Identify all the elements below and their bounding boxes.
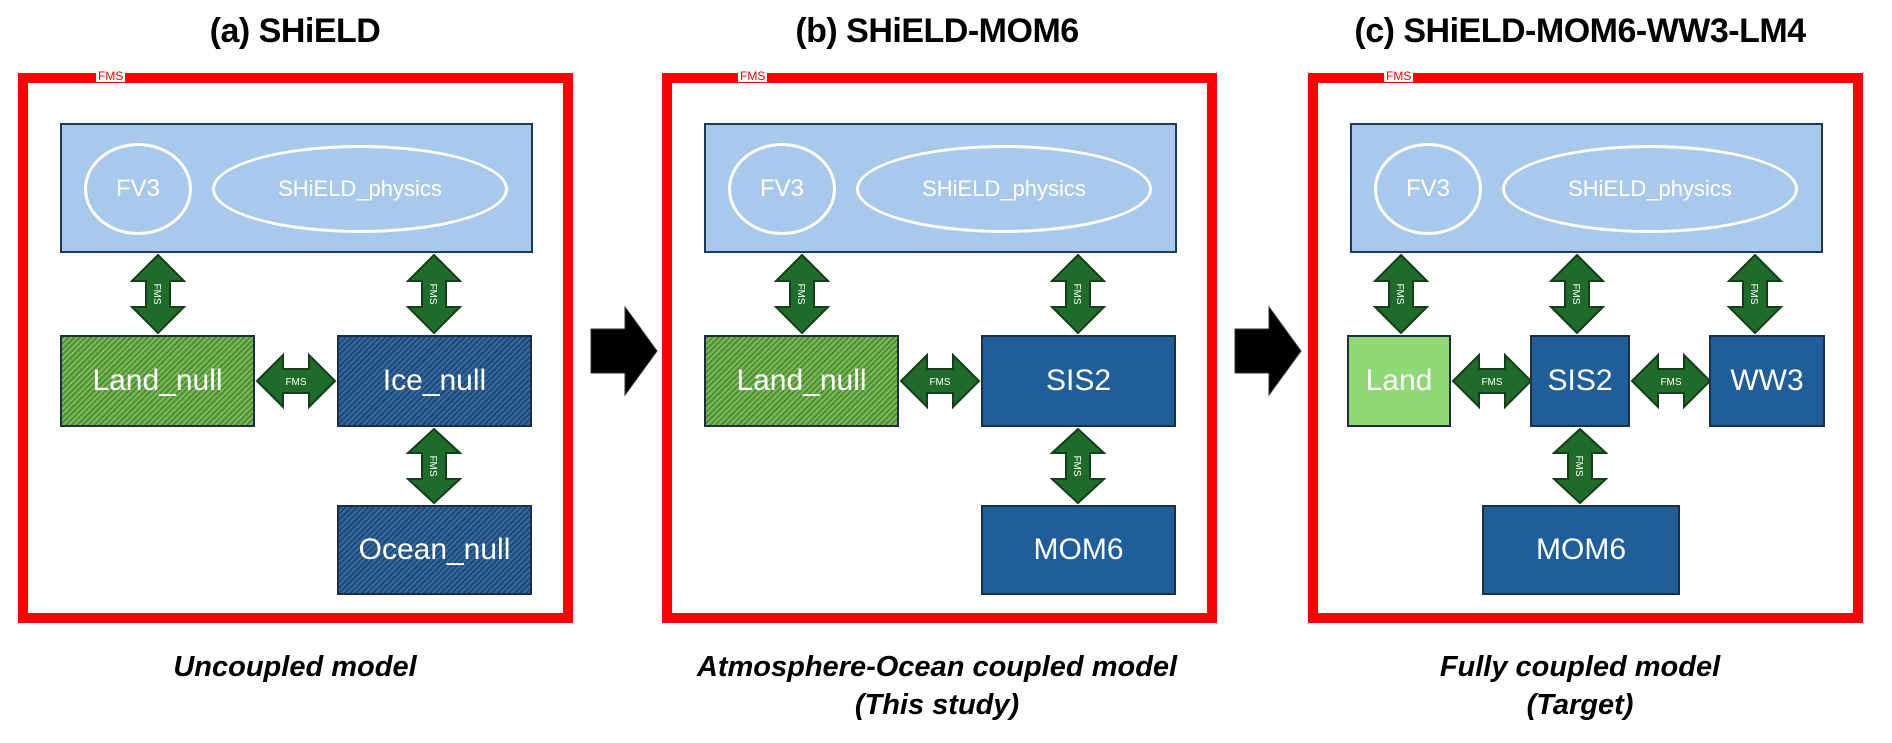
- land-component: Land: [1347, 335, 1451, 427]
- panel-c: (c) SHiELD-MOM6-WW3-LM4 FMS FV3 SHiELD_p…: [1285, 0, 1875, 743]
- panel-title: (c) SHiELD-MOM6-WW3-LM4: [1354, 12, 1806, 50]
- fv3-component: FV3: [1374, 143, 1482, 235]
- ocean-null-component: Ocean_null: [337, 505, 532, 595]
- fms-frame-label: FMS: [1384, 69, 1414, 83]
- coupler-arrow-land-ice: FMS: [899, 351, 981, 411]
- coupler-label: FMS: [427, 455, 438, 476]
- transition-arrow-b-c: [1233, 305, 1303, 402]
- physics-component: SHiELD_physics: [856, 145, 1152, 233]
- fms-frame: [1308, 73, 1863, 623]
- fv3-component: FV3: [84, 143, 192, 235]
- fms-frame-label: FMS: [738, 69, 768, 83]
- coupler-label: FMS: [285, 377, 306, 388]
- physics-component: SHiELD_physics: [1502, 145, 1798, 233]
- coupler-arrow-ice-ocean: FMS: [1550, 427, 1610, 505]
- coupler-label: FMS: [1570, 283, 1581, 304]
- panel-b: (b) SHiELD-MOM6 FMS FV3 SHiELD_physics F…: [642, 0, 1232, 743]
- coupler-label: FMS: [1573, 455, 1584, 476]
- coupler-arrow-atmo-land: FMS: [772, 253, 832, 335]
- coupler-label: FMS: [1071, 283, 1082, 304]
- atmosphere-box: FV3 SHiELD_physics: [60, 123, 533, 253]
- coupler-label: FMS: [427, 283, 438, 304]
- coupler-label: FMS: [1660, 377, 1681, 388]
- physics-component: SHiELD_physics: [212, 145, 508, 233]
- mom6-component: MOM6: [1482, 505, 1680, 595]
- fms-frame: [662, 73, 1217, 623]
- coupler-label: FMS: [1481, 377, 1502, 388]
- land-null-component: Land_null: [704, 335, 899, 427]
- ice-null-component: Ice_null: [337, 335, 532, 427]
- coupler-label: FMS: [1394, 283, 1405, 304]
- coupler-label: FMS: [929, 377, 950, 388]
- panel-a: (a) SHiELD FMS FV3 SHiELD_physics FMS FM…: [0, 0, 590, 743]
- panel-title: (a) SHiELD: [209, 12, 381, 50]
- panel-caption: Atmosphere-Ocean coupled model (This stu…: [696, 651, 1178, 721]
- coupler-label: FMS: [151, 283, 162, 304]
- coupler-arrow-ice-ocean: FMS: [404, 427, 464, 505]
- coupler-label: FMS: [795, 283, 806, 304]
- panel-caption: Fully coupled model (Target): [1439, 651, 1721, 721]
- sis2-component: SIS2: [1530, 335, 1630, 427]
- coupler-arrow-atmo-ice: FMS: [1048, 253, 1108, 335]
- land-null-component: Land_null: [60, 335, 255, 427]
- sis2-component: SIS2: [981, 335, 1176, 427]
- coupler-label: FMS: [1748, 283, 1759, 304]
- transition-arrow-a-b: [589, 305, 659, 402]
- panel-title: (b) SHiELD-MOM6: [795, 12, 1079, 50]
- coupler-arrow-ice-wave: FMS: [1630, 351, 1712, 411]
- coupler-arrow-land-ice: FMS: [255, 351, 337, 411]
- atmosphere-box: FV3 SHiELD_physics: [704, 123, 1177, 253]
- coupler-arrow-atmo-ice: FMS: [1547, 253, 1607, 335]
- coupler-arrow-atmo-wave: FMS: [1725, 253, 1785, 335]
- coupler-arrow-atmo-land: FMS: [1371, 253, 1431, 335]
- coupler-arrow-atmo-land: FMS: [128, 253, 188, 335]
- fv3-component: FV3: [728, 143, 836, 235]
- coupler-label: FMS: [1071, 455, 1082, 476]
- coupler-arrow-ice-ocean: FMS: [1048, 427, 1108, 505]
- fms-frame: [18, 73, 573, 623]
- panel-caption: Uncoupled model: [173, 651, 417, 683]
- coupler-arrow-land-ice: FMS: [1451, 351, 1533, 411]
- atmosphere-box: FV3 SHiELD_physics: [1350, 123, 1823, 253]
- fms-frame-label: FMS: [96, 69, 126, 83]
- mom6-component: MOM6: [981, 505, 1176, 595]
- coupler-arrow-atmo-ice: FMS: [404, 253, 464, 335]
- ww3-component: WW3: [1709, 335, 1825, 427]
